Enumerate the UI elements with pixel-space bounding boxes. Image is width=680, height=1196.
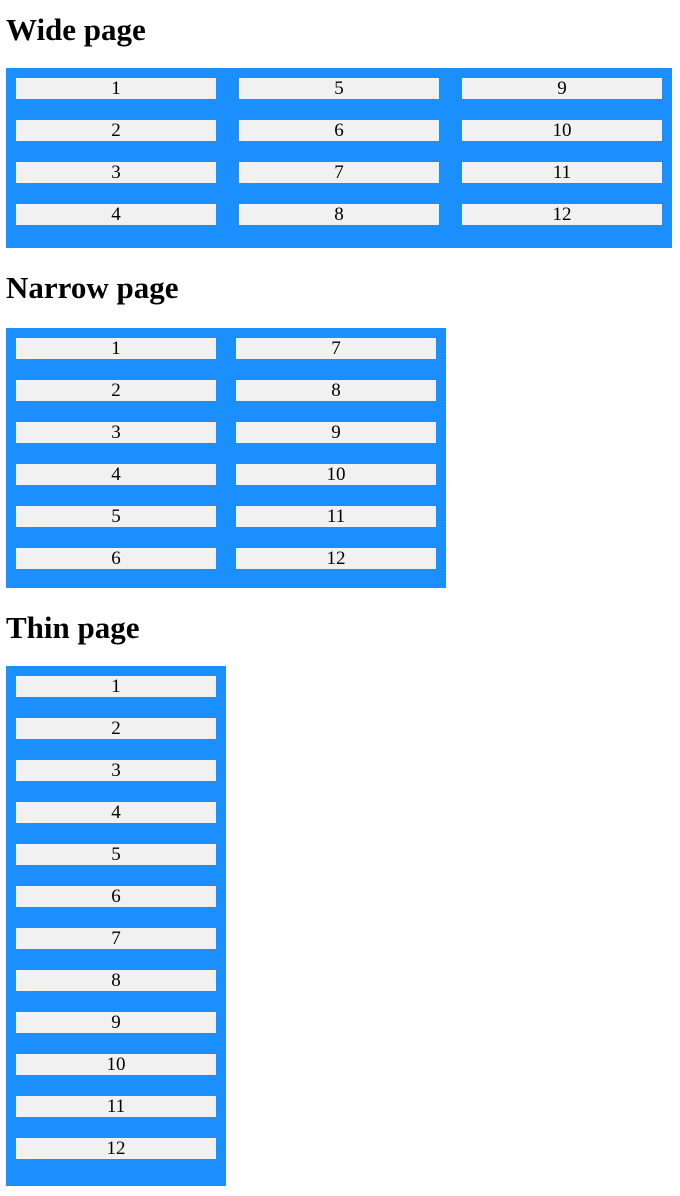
grid-cell: 12 bbox=[16, 1138, 216, 1159]
grid-cell: 6 bbox=[16, 548, 216, 569]
grid-cell: 5 bbox=[16, 844, 216, 865]
grid-cell: 2 bbox=[16, 120, 216, 141]
grid-cell: 3 bbox=[16, 162, 216, 183]
grid-cell: 10 bbox=[16, 1054, 216, 1075]
grid-cell: 4 bbox=[16, 802, 216, 823]
grid-cell: 11 bbox=[462, 162, 662, 183]
grid-cell: 10 bbox=[462, 120, 662, 141]
narrow-page-grid: 1 2 3 4 5 6 7 8 9 10 11 12 bbox=[6, 328, 446, 588]
grid-cell: 12 bbox=[236, 548, 436, 569]
grid-cell: 1 bbox=[16, 338, 216, 359]
grid-cell: 9 bbox=[462, 78, 662, 99]
section-title-narrow: Narrow page bbox=[6, 270, 179, 305]
grid-cell: 2 bbox=[16, 718, 216, 739]
grid-cell: 4 bbox=[16, 204, 216, 225]
grid-cell: 4 bbox=[16, 464, 216, 485]
grid-cell: 12 bbox=[462, 204, 662, 225]
grid-cell: 8 bbox=[236, 380, 436, 401]
grid-cell: 6 bbox=[16, 886, 216, 907]
grid-cell: 1 bbox=[16, 78, 216, 99]
grid-cell: 8 bbox=[239, 204, 439, 225]
grid-cell: 9 bbox=[16, 1012, 216, 1033]
grid-cell: 9 bbox=[236, 422, 436, 443]
grid-cell: 11 bbox=[16, 1096, 216, 1117]
section-title-thin: Thin page bbox=[6, 610, 140, 645]
grid-cell: 8 bbox=[16, 970, 216, 991]
grid-cell: 3 bbox=[16, 422, 216, 443]
grid-cell: 6 bbox=[239, 120, 439, 141]
grid-cell: 1 bbox=[16, 676, 216, 697]
thin-page-grid: 1 2 3 4 5 6 7 8 9 10 11 12 bbox=[6, 666, 226, 1186]
grid-cell: 7 bbox=[239, 162, 439, 183]
grid-cell: 5 bbox=[16, 506, 216, 527]
grid-cell: 3 bbox=[16, 760, 216, 781]
grid-cell: 5 bbox=[239, 78, 439, 99]
grid-cell: 10 bbox=[236, 464, 436, 485]
grid-cell: 7 bbox=[16, 928, 216, 949]
grid-cell: 7 bbox=[236, 338, 436, 359]
wide-page-grid: 1 2 3 4 5 6 7 8 9 10 11 12 bbox=[6, 68, 672, 248]
section-title-wide: Wide page bbox=[6, 12, 146, 47]
grid-cell: 2 bbox=[16, 380, 216, 401]
grid-cell: 11 bbox=[236, 506, 436, 527]
